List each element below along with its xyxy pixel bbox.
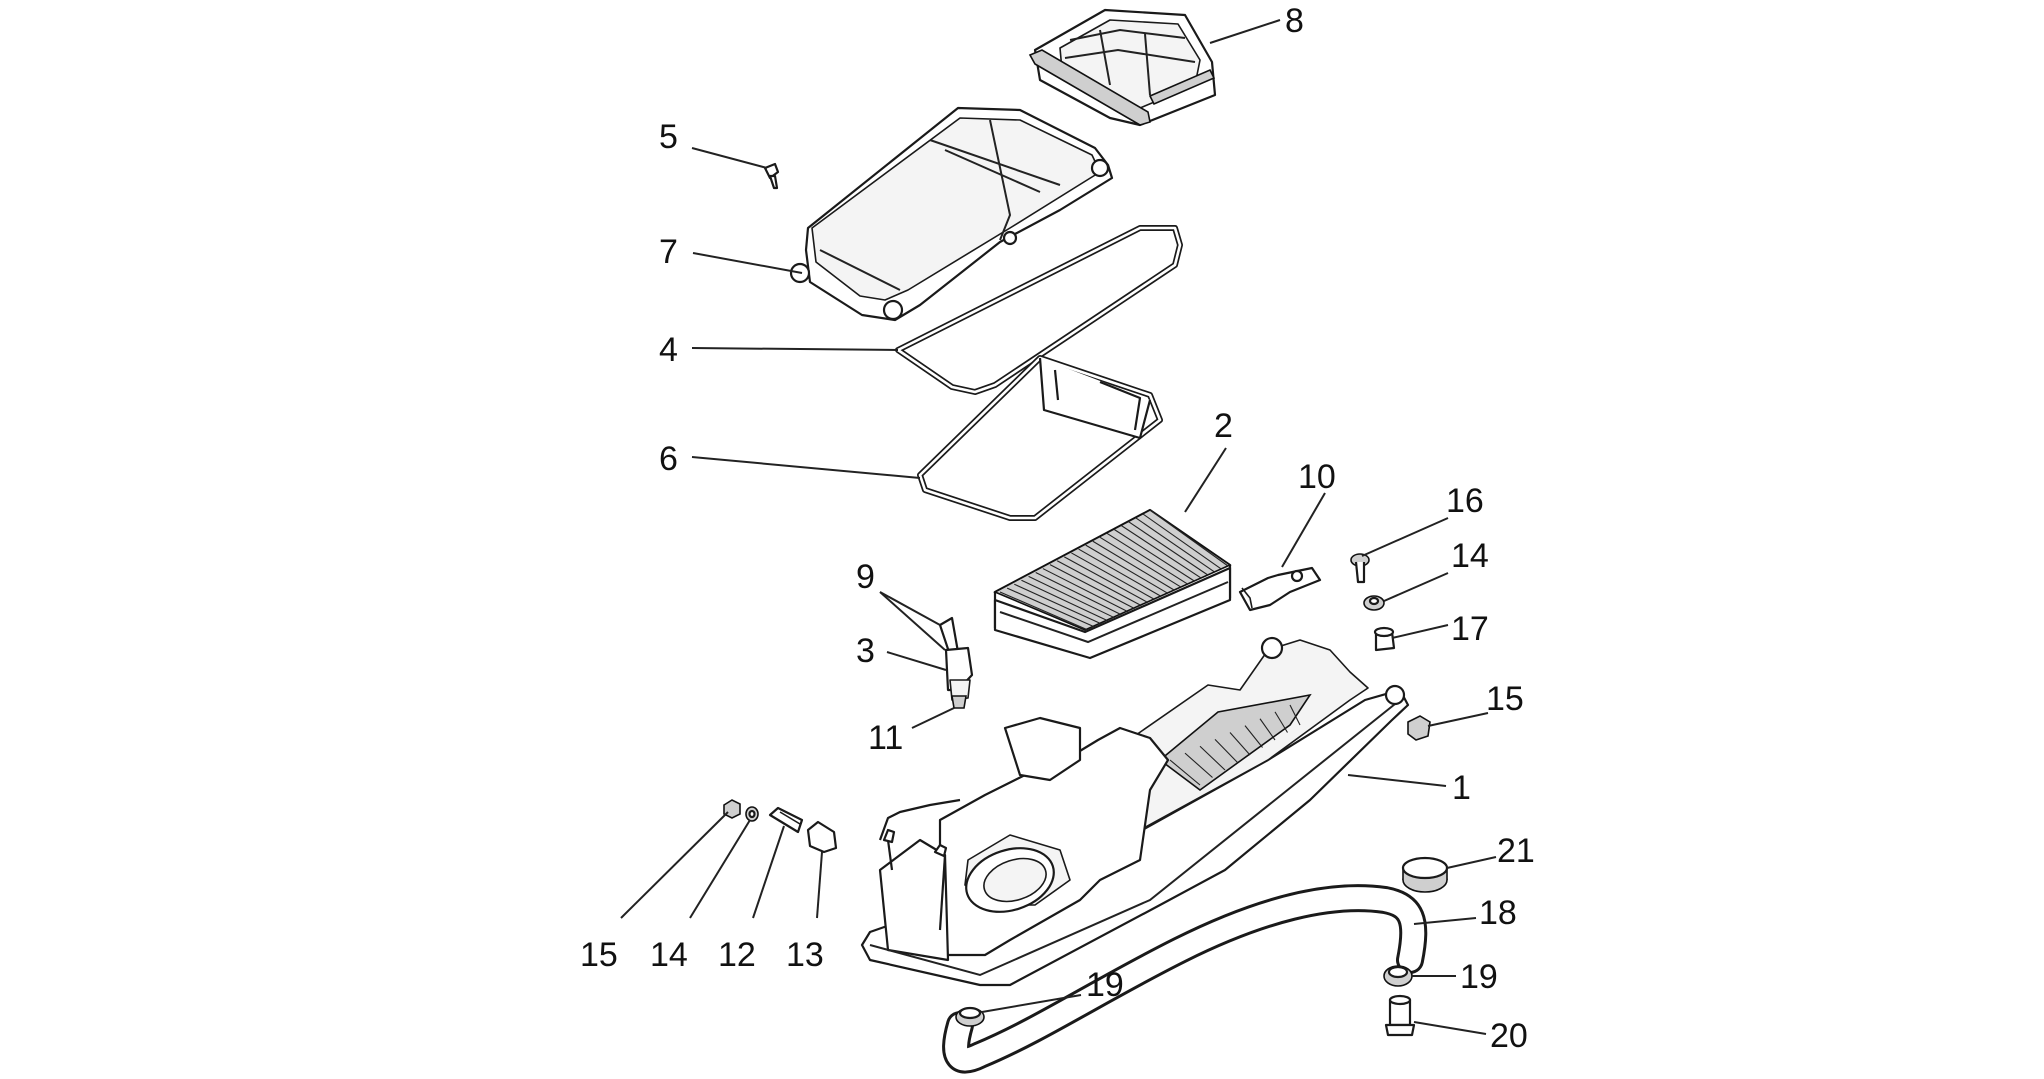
callout-labels: 8 5 7 4 6 2 10 16 14 9 17 3 15 11 1 21 1…	[580, 2, 1535, 1055]
part-14-washer-left	[745, 806, 759, 822]
part-18-drain-hose	[942, 884, 1428, 1074]
callout-20: 20	[1490, 1017, 1528, 1055]
callout-6: 6	[659, 440, 678, 478]
part-7-airbox-cover	[789, 106, 1114, 322]
filter-pleat-line	[1035, 571, 1122, 616]
filter-pleat-line	[1099, 536, 1182, 588]
callout-5: 5	[659, 118, 678, 156]
part-2-air-filter	[993, 508, 1232, 660]
callout-10: 10	[1298, 458, 1336, 496]
filter-pleat-line	[999, 591, 1089, 631]
callout-7: 7	[659, 233, 678, 271]
callout-21: 21	[1497, 832, 1535, 870]
filter-pleat-line	[1106, 532, 1189, 585]
part-8-intake-snorkel	[1028, 8, 1217, 127]
filter-pleat-line	[1092, 540, 1175, 591]
housing-rib-line	[1169, 759, 1201, 786]
part-15-nut-left	[723, 799, 741, 819]
callout-16: 16	[1446, 482, 1484, 520]
housing-rib-line	[1229, 732, 1251, 756]
part-4-gasket	[895, 225, 1183, 395]
filter-pleat-line	[1056, 560, 1142, 607]
filter-pleat-line	[1006, 587, 1095, 628]
callout-14-right: 14	[1451, 537, 1489, 575]
callout-14-left: 14	[650, 936, 688, 974]
housing-rib-line	[1259, 718, 1276, 741]
callout-18: 18	[1479, 894, 1517, 932]
filter-pleat-line	[1121, 525, 1202, 579]
part-15-nut-right	[1407, 715, 1431, 741]
part-17-spacer	[1373, 626, 1396, 652]
filter-pleat-line	[1042, 568, 1129, 613]
filter-pleat-line	[1128, 521, 1209, 576]
housing-rib-line	[1214, 738, 1238, 763]
callout-15-right: 15	[1486, 680, 1524, 718]
filter-pleat-line	[1142, 513, 1222, 570]
part-19-clamp-right	[1383, 965, 1413, 987]
callout-1: 1	[1452, 769, 1471, 807]
filter-pleat-line	[1071, 552, 1155, 601]
callout-2: 2	[1214, 407, 1233, 445]
filter-pleat-line	[1135, 517, 1215, 573]
callout-19-right: 19	[1460, 958, 1498, 996]
callout-9: 9	[856, 558, 875, 596]
callout-11: 11	[868, 719, 903, 757]
part-9-3-11-clip	[938, 616, 974, 709]
callout-15-left: 15	[580, 936, 618, 974]
part-5-screw	[763, 162, 780, 190]
callout-8: 8	[1285, 2, 1304, 40]
filter-pleat-line	[1021, 579, 1109, 622]
part-6-filter-frame	[917, 355, 1163, 521]
filter-pleat-line	[1113, 529, 1195, 582]
housing-rib-line	[1274, 711, 1288, 733]
callout-12: 12	[718, 936, 756, 974]
part-1-airbox-housing	[860, 636, 1410, 987]
filter-pleat-line	[1014, 583, 1102, 625]
leader-lines	[620, 19, 1497, 1035]
filter-pleat-line	[1078, 548, 1162, 597]
filter-pleat-line	[1064, 556, 1149, 604]
part-12-stud	[768, 806, 804, 834]
callout-4: 4	[659, 331, 678, 369]
part-20-drain-plug	[1384, 994, 1416, 1037]
part-16-bolt	[1350, 553, 1370, 584]
callout-3: 3	[856, 632, 875, 670]
housing-rib-line	[1289, 704, 1301, 726]
filter-pleat-line	[1049, 564, 1135, 610]
part-21-grommet	[1401, 856, 1449, 893]
housing-rib-line	[1199, 745, 1226, 771]
part-19-clamp-left	[955, 1006, 985, 1027]
filter-pleat-line	[1149, 509, 1229, 567]
part-10-clamp	[1238, 566, 1322, 612]
filter-pleat-line	[1028, 575, 1115, 619]
part-14-washer-right	[1363, 595, 1385, 611]
part-13-cap	[806, 820, 838, 854]
housing-rib-line	[1184, 752, 1213, 778]
callout-17: 17	[1451, 610, 1489, 648]
callout-13: 13	[786, 936, 824, 974]
callout-19-left: 19	[1086, 966, 1124, 1004]
housing-rib-line	[1244, 725, 1263, 748]
filter-pleat-line	[1085, 544, 1169, 594]
